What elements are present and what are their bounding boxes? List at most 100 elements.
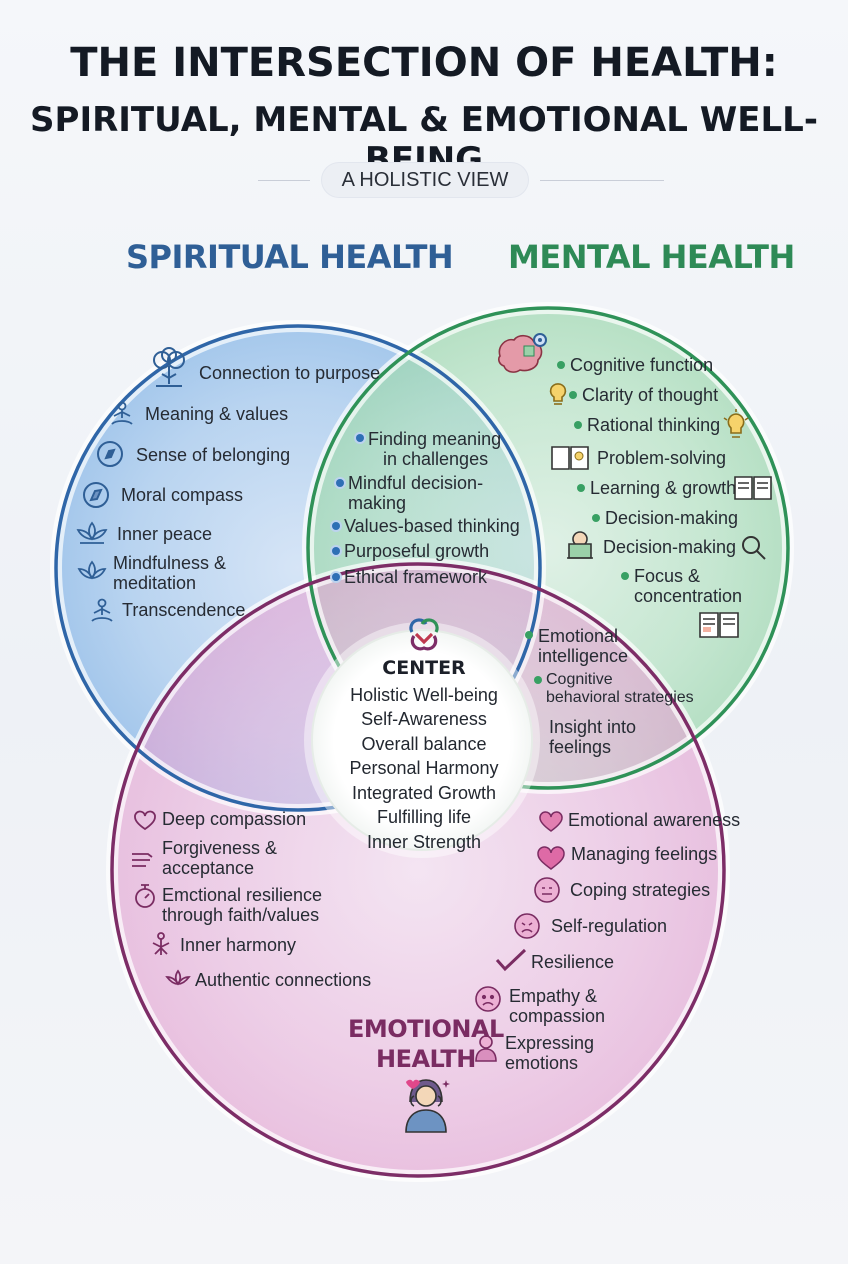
- compass-icon: [96, 440, 124, 468]
- book-icon: [733, 472, 773, 504]
- heart-hands-icon: [131, 807, 159, 835]
- emotional-item: Empathy &: [509, 986, 598, 1006]
- overlap-se-item: Forgiveness &: [162, 838, 278, 858]
- center-item: Fulfilling life: [376, 807, 472, 827]
- emotional-item: Self-regulation: [551, 916, 668, 936]
- lotus-icon: [76, 558, 108, 586]
- mental-item: Learning & growth: [590, 478, 737, 498]
- center-item: Inner Strength: [366, 832, 482, 852]
- overlap-se-item: Authentic connections: [195, 970, 372, 990]
- overlap-me-item-line2: feelings: [549, 737, 612, 757]
- mental-item: Problem-solving: [597, 448, 727, 468]
- bullet-dot: [332, 573, 340, 581]
- overlap-sm-item-line2: in challenges: [383, 449, 489, 469]
- spiritual-item: Inner peace: [117, 524, 213, 544]
- spiritual-item: Sense of belonging: [136, 445, 291, 465]
- overlap-me-item: Emotional: [538, 626, 619, 646]
- person-icon: [472, 1034, 500, 1062]
- spiritual-health-title: SPIRITUAL HEALTH: [126, 238, 454, 276]
- magnifier-icon: [739, 533, 769, 563]
- bullet-dot: [574, 421, 582, 429]
- mental-item: Focus &: [634, 566, 701, 586]
- page-title: THE INTERSECTION OF HEALTH:: [70, 40, 778, 86]
- meditation-icon: [108, 400, 136, 428]
- center-heading: CENTER: [382, 657, 466, 679]
- overlap-sm-item: Purposeful growth: [344, 541, 490, 561]
- lightbulb-icon: [720, 408, 752, 444]
- stopwatch-icon: [131, 882, 159, 910]
- emotional-item: Managing feelings: [571, 844, 718, 864]
- emotional-item: Expressing: [505, 1033, 595, 1053]
- overlap-sm-item: Ethical framework: [344, 567, 488, 587]
- emotional-item: Emotional awareness: [568, 810, 741, 830]
- center-item: Personal Harmony: [349, 758, 499, 778]
- emotional-item-line2: emotions: [505, 1053, 579, 1073]
- subtitle-pill: A HOLISTIC VIEW: [322, 163, 528, 197]
- face-icon: [474, 985, 502, 1013]
- center-item: Holistic Well-being: [350, 685, 498, 705]
- center-item: Self-Awareness: [361, 709, 487, 729]
- overlap-se-item-line2: through faith/values: [162, 905, 320, 925]
- heart-icon: [537, 807, 565, 835]
- spiritual-item: Mindfulness &: [113, 553, 227, 573]
- hands-icon: [129, 844, 157, 872]
- compass-icon: [82, 481, 110, 509]
- emotional-circle: [112, 564, 724, 1176]
- harmony-icon: [147, 930, 175, 958]
- divider-left: [258, 180, 310, 181]
- spiritual-item: Transcendence: [122, 600, 246, 620]
- bullet-dot: [332, 547, 340, 555]
- center-circle: [311, 629, 533, 851]
- center-item: Integrated Growth: [351, 783, 497, 803]
- spiritual-item: Meaning & values: [145, 404, 289, 424]
- overlap-sm-item-line2: making: [348, 493, 407, 513]
- book-icon: [550, 442, 590, 474]
- overlap-sm-item: Finding meaning: [368, 429, 502, 449]
- spiritual-item: Moral compass: [121, 485, 244, 505]
- bullet-dot: [356, 434, 364, 442]
- overlap-me-item: Cognitive: [546, 671, 613, 688]
- overlap-se-item: Emctional resilience: [162, 885, 323, 905]
- emotional-health-title: EMOTIONAL HEALTH: [348, 1014, 504, 1074]
- spiritual-outline: [54, 324, 542, 812]
- bullet-dot: [557, 361, 565, 369]
- face-icon: [533, 876, 561, 904]
- heart-icon: [535, 842, 567, 872]
- mental-health-title: MENTAL HEALTH: [508, 238, 795, 276]
- bullet-dot: [592, 514, 600, 522]
- emotional-item: Resilience: [531, 952, 615, 972]
- interlocking-links-icon: [404, 614, 444, 654]
- overlap-sm-item: Values-based thinking: [344, 516, 520, 536]
- bullet-dot: [525, 631, 533, 639]
- mental-item: Decision-making: [605, 508, 739, 528]
- mental-item: Rational thinking: [587, 415, 721, 435]
- overlap-me-item: Insight into: [549, 717, 637, 737]
- overlap-sm-item: Mindful decision-: [348, 473, 484, 493]
- subtitle-banner: A HOLISTIC VIEW: [0, 163, 848, 197]
- divider-right: [540, 180, 664, 181]
- spiritual-item: Connection to purpose: [199, 363, 381, 383]
- overlap-se-item: Deep compassion: [162, 809, 307, 829]
- emotional-outline: [110, 562, 726, 1178]
- bullet-dot: [569, 391, 577, 399]
- spiritual-item-line2: meditation: [113, 573, 197, 593]
- emotional-item-line2: compassion: [509, 1006, 606, 1026]
- mental-item: Decision-making: [603, 537, 737, 557]
- bullet-dot: [534, 676, 542, 684]
- tree-icon: [146, 346, 192, 390]
- mental-outline: [306, 306, 790, 790]
- person-hugging-self-icon: [396, 1072, 456, 1134]
- page-subtitle-line: SPIRITUAL, MENTAL & EMOTIONAL WELL-BEING: [30, 100, 818, 180]
- check-icon: [494, 946, 528, 974]
- overlap-se-item: Inner harmony: [180, 935, 297, 955]
- meditation-icon: [88, 597, 116, 625]
- bullet-dot: [577, 484, 585, 492]
- mental-item: Clarity of thought: [582, 385, 719, 405]
- face-icon: [513, 912, 541, 940]
- overlap-se-item-line2: acceptance: [162, 858, 255, 878]
- emotional-item: Coping strategies: [570, 880, 711, 900]
- emotional-title-line1: EMOTIONAL: [348, 1015, 504, 1043]
- overlap-me-item-line2: behavioral strategies: [546, 689, 694, 706]
- mental-item-line2: concentration: [634, 586, 743, 606]
